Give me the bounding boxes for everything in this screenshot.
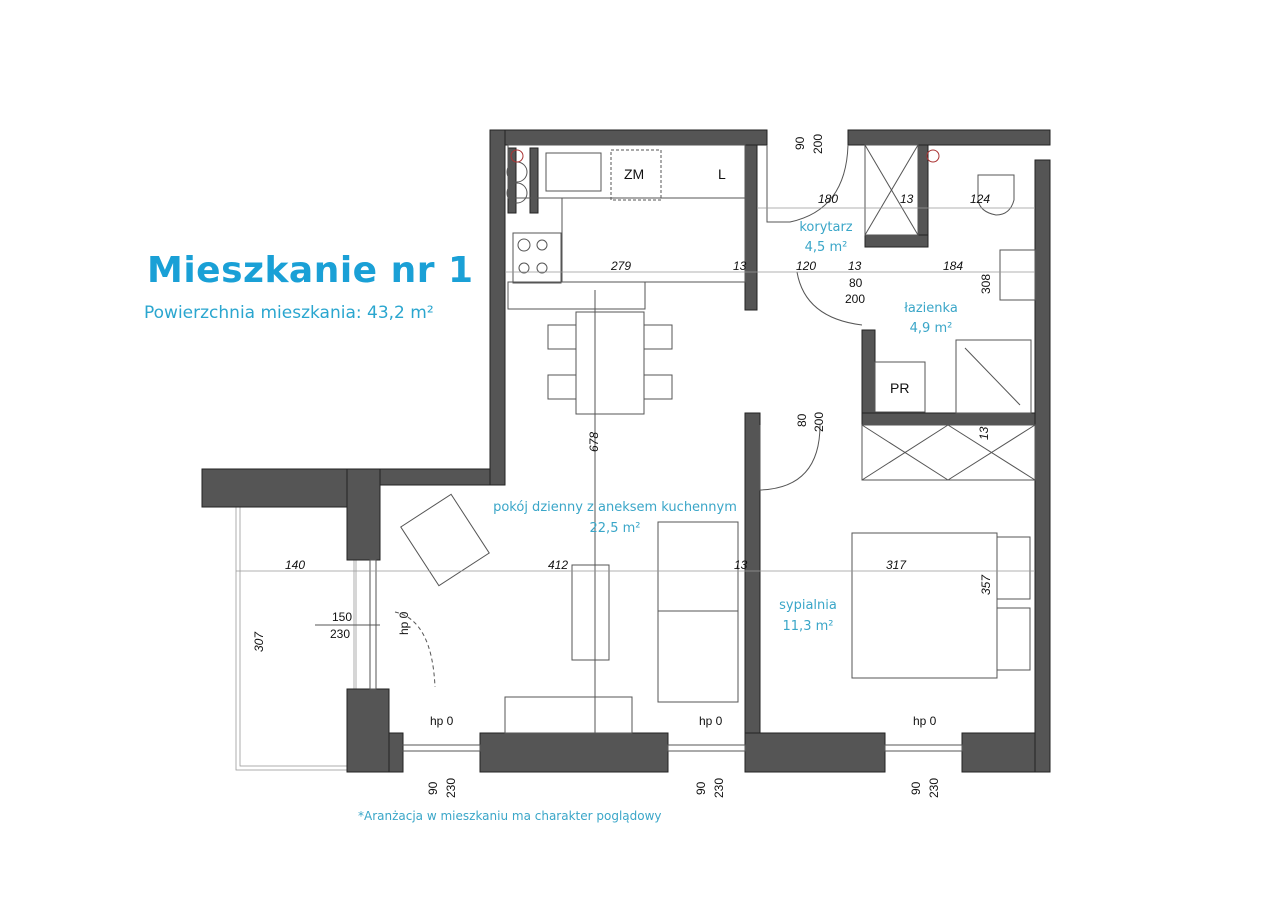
dim-label: 13 bbox=[977, 426, 991, 440]
fridge bbox=[610, 149, 662, 201]
dim-label: hp 0 bbox=[913, 714, 937, 728]
dim-label: 140 bbox=[285, 558, 305, 572]
sink-icon bbox=[545, 152, 602, 192]
room-name-bathroom: łazienka bbox=[904, 301, 958, 316]
dim-label: 90 bbox=[694, 781, 708, 795]
dim-label: 80 bbox=[795, 413, 809, 427]
dim-label: 230 bbox=[927, 778, 941, 798]
doors bbox=[394, 144, 863, 688]
disclaimer-note: *Aranżacja w mieszkaniu ma charakter pog… bbox=[358, 809, 662, 823]
dim-label: 90 bbox=[426, 781, 440, 795]
sofa bbox=[657, 521, 739, 703]
tv-cabinet bbox=[504, 696, 633, 734]
dim-label: 90 bbox=[793, 136, 807, 150]
page-title: Mieszkanie nr 1 bbox=[147, 250, 474, 291]
dim-label: 307 bbox=[252, 631, 266, 652]
dim-label: 230 bbox=[330, 627, 350, 641]
room-area-bedroom: 11,3 m² bbox=[783, 619, 834, 634]
dim-label: hp 0 bbox=[397, 611, 411, 635]
dim-label: 80 bbox=[849, 276, 863, 290]
fridge-label: ZM bbox=[624, 166, 644, 182]
toilet bbox=[977, 174, 1015, 216]
armchair bbox=[400, 493, 490, 587]
room-name-living: pokój dzienny z aneksem kuchennym bbox=[493, 500, 737, 515]
washer-label: PR bbox=[890, 380, 909, 396]
dim-label: 90 bbox=[909, 781, 923, 795]
room-area-bathroom: 4,9 m² bbox=[910, 321, 953, 336]
dim-label: 357 bbox=[979, 574, 993, 595]
bed bbox=[851, 532, 998, 679]
dim-label: 200 bbox=[811, 134, 825, 154]
dim-label: 13 bbox=[848, 259, 862, 273]
dim-label: 200 bbox=[812, 412, 826, 432]
dim-label: 412 bbox=[548, 558, 568, 572]
washbasin bbox=[999, 249, 1036, 301]
room-area-living: 22,5 m² bbox=[590, 521, 641, 536]
dimension-lines bbox=[236, 207, 1035, 572]
living-furniture bbox=[400, 290, 739, 734]
dining-table bbox=[575, 311, 645, 415]
wardrobe bbox=[864, 144, 919, 236]
dim-label: 200 bbox=[845, 292, 865, 306]
dim-label: hp 0 bbox=[430, 714, 454, 728]
dim-label: 120 bbox=[796, 259, 816, 273]
dim-label: 279 bbox=[610, 259, 631, 273]
washer bbox=[874, 361, 926, 413]
dishwasher-label: L bbox=[718, 166, 726, 182]
dim-label: 230 bbox=[712, 778, 726, 798]
dim-label: 678 bbox=[587, 432, 601, 452]
dim-label: hp 0 bbox=[699, 714, 723, 728]
dim-label: 13 bbox=[900, 192, 914, 206]
dim-label: 308 bbox=[979, 274, 993, 294]
bedroom-wardrobe bbox=[861, 424, 1036, 481]
coffee-table bbox=[571, 564, 610, 661]
dim-label: 13 bbox=[733, 259, 747, 273]
cooktop-icon bbox=[512, 232, 562, 284]
kitchen-furniture bbox=[506, 144, 940, 415]
dim-label: 184 bbox=[943, 259, 963, 273]
bath-furniture bbox=[851, 144, 1036, 679]
windows bbox=[369, 559, 963, 752]
dim-label: 13 bbox=[734, 558, 748, 572]
dim-label: 150 bbox=[332, 610, 352, 624]
shower bbox=[955, 339, 1032, 414]
apartment-area: Powierzchnia mieszkania: 43,2 m² bbox=[144, 303, 434, 323]
room-name-corridor: korytarz bbox=[799, 220, 852, 235]
room-name-bedroom: sypialnia bbox=[779, 598, 837, 613]
dim-label: 317 bbox=[886, 558, 907, 572]
dim-label: 124 bbox=[970, 192, 990, 206]
dim-label: 180 bbox=[818, 192, 838, 206]
dim-label: 230 bbox=[444, 778, 458, 798]
room-area-corridor: 4,5 m² bbox=[805, 240, 848, 255]
walls bbox=[201, 129, 1051, 773]
